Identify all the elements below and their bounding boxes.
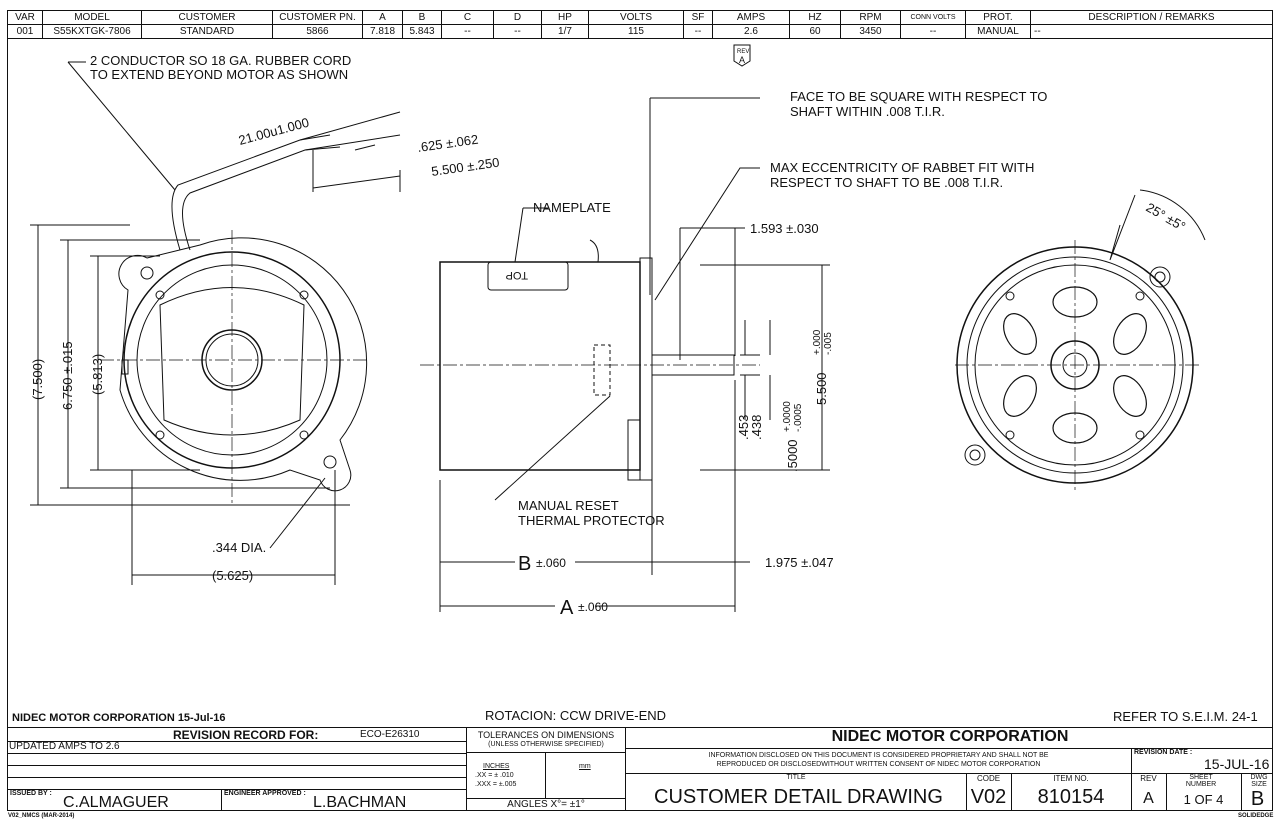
cell: -- — [900, 24, 966, 39]
issued-by: C.ALMAGUER — [63, 794, 169, 811]
disclaimer: REPRODUCED OR DISCLOSEDWITHOUT WRITTEN C… — [716, 761, 1041, 768]
dim-overall-dia: (7.500) — [30, 359, 45, 400]
title-block: NIDEC MOTOR CORPORATION INFORMATION DISC… — [625, 727, 1273, 811]
rev-marker-icon — [733, 44, 751, 67]
cell: S55KXTGK-7806 — [42, 24, 142, 39]
dim-width: (5.625) — [212, 568, 253, 583]
form-id: V02_NMCS (MAR-2014) — [8, 813, 75, 819]
tolerance-xxx: .XXX = ±.005 — [475, 781, 517, 788]
dim-shaft-tol: +.0000 — [782, 401, 793, 432]
revision-record-label: REVISION RECORD FOR: — [173, 728, 319, 742]
dim-body-dia: (5.813) — [90, 354, 105, 395]
rev: A — [1143, 790, 1154, 807]
dim-shaft-dia: .5000 — [785, 439, 800, 472]
note-eccentricity: RESPECT TO SHAFT TO BE .008 T.I.R. — [770, 175, 1003, 190]
note-face: SHAFT WITHIN .008 T.I.R. — [790, 104, 945, 119]
cell: 7.818 — [362, 24, 403, 39]
dim-b-tol: ±.060 — [536, 556, 566, 570]
dim-flat: .438 — [749, 415, 764, 440]
code-label: CODE — [976, 774, 1001, 783]
dim-b: B — [518, 553, 531, 575]
inches-label: INCHES — [483, 763, 510, 770]
dim-rabbet-tol: +.000 — [812, 329, 823, 355]
refer-note: REFER TO S.E.I.M. 24-1 — [1113, 709, 1258, 724]
code: V02 — [970, 786, 1007, 808]
disclaimer: INFORMATION DISCLOSED ON THIS DOCUMENT I… — [708, 752, 1049, 759]
tolerance-block: TOLERANCES ON DIMENSIONS (UNLESS OTHERWI… — [466, 727, 626, 811]
rev-marker-label: REV — [737, 49, 749, 55]
cell: -- — [493, 24, 542, 39]
revision-note: UPDATED AMPS TO 2.6 — [9, 741, 120, 752]
cell: -- — [1030, 24, 1273, 39]
company-name: NIDEC MOTOR CORPORATION — [831, 728, 1069, 745]
note-reset: THERMAL PROTECTOR — [518, 513, 665, 528]
eco-number: ECO-E26310 — [360, 729, 420, 740]
note-reset: MANUAL RESET — [518, 498, 619, 513]
note-eccentricity: MAX ECCENTRICITY OF RABBET FIT WITH — [770, 160, 1034, 175]
cell: 2.6 — [712, 24, 790, 39]
rotation-note: ROTACION: CCW DRIVE-END — [485, 708, 667, 723]
angles-tolerance: ANGLES X°= ±1° — [507, 799, 585, 810]
sheet-number: 1 OF 4 — [1183, 792, 1224, 807]
spec-table-header: VAR MODEL CUSTOMER CUSTOMER PN. A B C D … — [7, 10, 1273, 25]
dim-flat: .453 — [736, 415, 751, 440]
tolerance-subtitle: (UNLESS OTHERWISE SPECIFIED) — [488, 741, 604, 748]
dim-bolt-circle: 6.750 ±.015 — [60, 341, 75, 410]
dim-angle: 25° ±5° — [1144, 200, 1189, 234]
cell: 60 — [789, 24, 841, 39]
dim-cord-length: 21.00u1.000 — [237, 115, 311, 148]
dim-rabbet-tol: -.005 — [823, 332, 834, 355]
revision-block: REVISION RECORD FOR: ECO-E26310 UPDATED … — [7, 727, 467, 811]
note-cord: TO EXTEND BEYOND MOTOR AS SHOWN — [90, 67, 348, 82]
engineer: L.BACHMAN — [313, 794, 407, 811]
dim-shaft-tol: -.0005 — [793, 403, 804, 432]
dim-strip: .625 ±.062 — [416, 132, 479, 155]
mm-label: mm — [579, 763, 591, 770]
revision-date-label: REVISION DATE : — [1134, 749, 1193, 756]
dim-hole: .344 DIA. — [212, 540, 266, 555]
revision-date: 15-JUL-16 — [1204, 756, 1270, 772]
dim-lead: 5.500 ±.250 — [430, 155, 500, 179]
dim-shaft-ext: 1.593 ±.030 — [750, 221, 819, 236]
dim-rabbet: 5.500 — [814, 372, 829, 405]
company-date: NIDEC MOTOR CORPORATION 15-Jul-16 — [12, 712, 226, 724]
cad-label: SOLIDEDGE — [1238, 813, 1274, 819]
drawing-size: B — [1250, 788, 1265, 810]
dim-a: A — [560, 597, 574, 619]
drawing-title: CUSTOMER DETAIL DRAWING — [654, 786, 943, 808]
item-label: ITEM NO. — [1053, 774, 1089, 783]
spec-table-row: 001 S55KXTGK-7806 STANDARD 5866 7.818 5.… — [7, 24, 1273, 39]
issued-by-label: ISSUED BY : — [10, 790, 52, 797]
rev-label: REV — [1140, 774, 1157, 783]
nameplate-top-label: TOP — [506, 269, 528, 281]
sheet-label: SHEET NUMBER — [1185, 774, 1217, 788]
tolerance-title: TOLERANCES ON DIMENSIONS — [477, 730, 615, 740]
size-label: DWG SIZE — [1250, 774, 1268, 788]
rev-marker-value: A — [739, 55, 745, 65]
tolerance-xx: .XX = ± .010 — [475, 772, 514, 779]
title-label: TITLE — [786, 774, 806, 781]
note-cord: 2 CONDUCTOR SO 18 GA. RUBBER CORD — [90, 53, 351, 68]
spec-table: VAR MODEL CUSTOMER CUSTOMER PN. A B C D … — [7, 10, 1273, 39]
note-nameplate: NAMEPLATE — [533, 200, 611, 215]
side-view — [420, 97, 830, 612]
dim-face-length: 1.975 ±.047 — [765, 555, 834, 570]
note-face: FACE TO BE SQUARE WITH RESPECT TO — [790, 89, 1047, 104]
dim-a-tol: ±.060 — [578, 600, 608, 614]
end-view-right — [955, 189, 1206, 490]
end-view-left — [30, 61, 401, 585]
item-number: 810154 — [1037, 786, 1105, 808]
engineer-label: ENGINEER APPROVED : — [224, 790, 306, 797]
